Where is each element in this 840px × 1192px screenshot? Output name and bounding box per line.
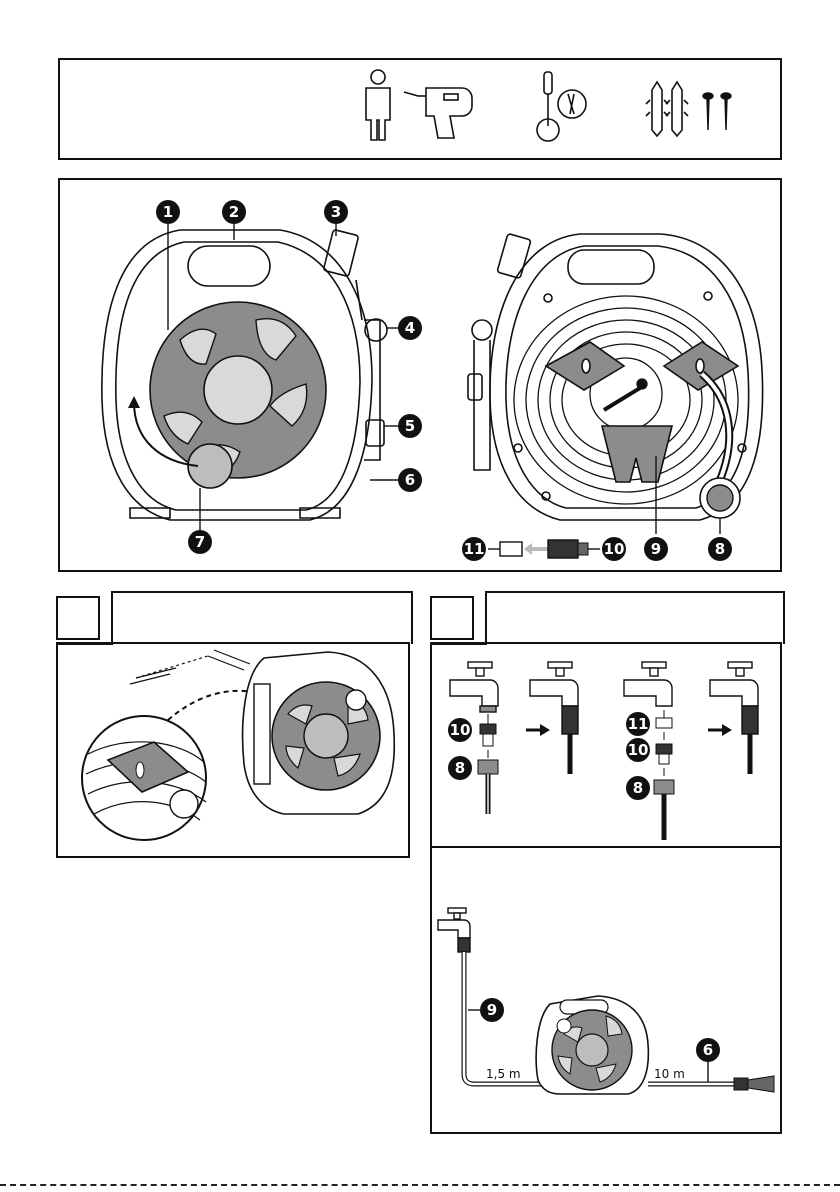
svg-text:10: 10 [450, 721, 471, 739]
distance-label-short: 1,5 m [486, 1067, 521, 1081]
callout-10-step-a: 10 [448, 718, 472, 742]
hose-reel-small [243, 652, 395, 814]
step-box-mounting [56, 596, 100, 640]
supply-hose [464, 952, 544, 1084]
svg-text:4: 4 [405, 319, 415, 337]
svg-text:1: 1 [163, 203, 173, 221]
callout-8-step-a: 8 [448, 756, 472, 780]
adapter-parts [500, 540, 588, 558]
step-box-connection [430, 596, 474, 640]
svg-text:10: 10 [628, 741, 649, 759]
page-bottom-dashed-line [0, 1184, 840, 1186]
tap-icon-layout [438, 908, 470, 952]
svg-text:11: 11 [628, 715, 649, 733]
mounting-screws [130, 650, 250, 684]
callout-5: 5 [398, 414, 422, 438]
screws-icon [703, 93, 731, 130]
callout-9: 9 [644, 537, 668, 561]
svg-text:11: 11 [464, 540, 485, 558]
hose-reel-layout [536, 996, 648, 1094]
svg-text:9: 9 [487, 1001, 497, 1019]
reel-drum [150, 302, 326, 488]
svg-text:5: 5 [405, 417, 415, 435]
tap-icon-assembled-b [710, 662, 758, 774]
svg-text:10: 10 [604, 540, 625, 558]
callout-9-layout: 9 [480, 998, 504, 1022]
parts-overview-panel: 1 2 3 4 5 6 7 11 10 9 8 [58, 178, 782, 572]
callout-6: 6 [398, 468, 422, 492]
callout-3: 3 [324, 200, 348, 224]
callout-8-step-b: 8 [626, 776, 650, 800]
svg-text:8: 8 [633, 779, 643, 797]
svg-text:6: 6 [405, 471, 415, 489]
wall-mounting-panel [56, 642, 410, 858]
drill-icon [404, 88, 472, 138]
person-icon [366, 70, 390, 140]
hose-outlet [700, 374, 740, 518]
wall-plugs-icon [646, 82, 688, 136]
callout-10-step-b: 10 [626, 738, 650, 762]
spray-nozzle-icon [734, 1076, 774, 1092]
bracket-detail-magnifier [82, 716, 206, 840]
callout-2: 2 [222, 200, 246, 224]
adapter-11-10-step-b [654, 710, 674, 840]
svg-text:7: 7 [195, 533, 205, 551]
callout-10: 10 [602, 537, 626, 561]
callout-8: 8 [708, 537, 732, 561]
svg-text:3: 3 [331, 203, 341, 221]
callout-7: 7 [188, 530, 212, 554]
callout-11-step-b: 11 [626, 712, 650, 736]
adapter-10-step-a [478, 714, 498, 814]
tap-connection-panel: 10 8 11 10 8 [430, 642, 782, 848]
tap-icon-b [624, 662, 672, 706]
svg-text:8: 8 [715, 540, 725, 558]
svg-text:9: 9 [651, 540, 661, 558]
callout-4: 4 [398, 316, 422, 340]
tap-icon-assembled-a [530, 662, 578, 774]
callout-6-layout: 6 [696, 1038, 720, 1062]
svg-text:6: 6 [703, 1041, 713, 1059]
tools-panel [58, 58, 782, 160]
tap-icon [450, 662, 498, 712]
svg-text:2: 2 [229, 203, 239, 221]
callout-1: 1 [156, 200, 180, 224]
svg-text:8: 8 [455, 759, 465, 777]
callout-11: 11 [462, 537, 486, 561]
layout-panel: 9 6 1,5 m 10 m [430, 846, 782, 1134]
screwdriver-icon [537, 72, 586, 141]
distance-label-long: 10 m [654, 1067, 685, 1081]
